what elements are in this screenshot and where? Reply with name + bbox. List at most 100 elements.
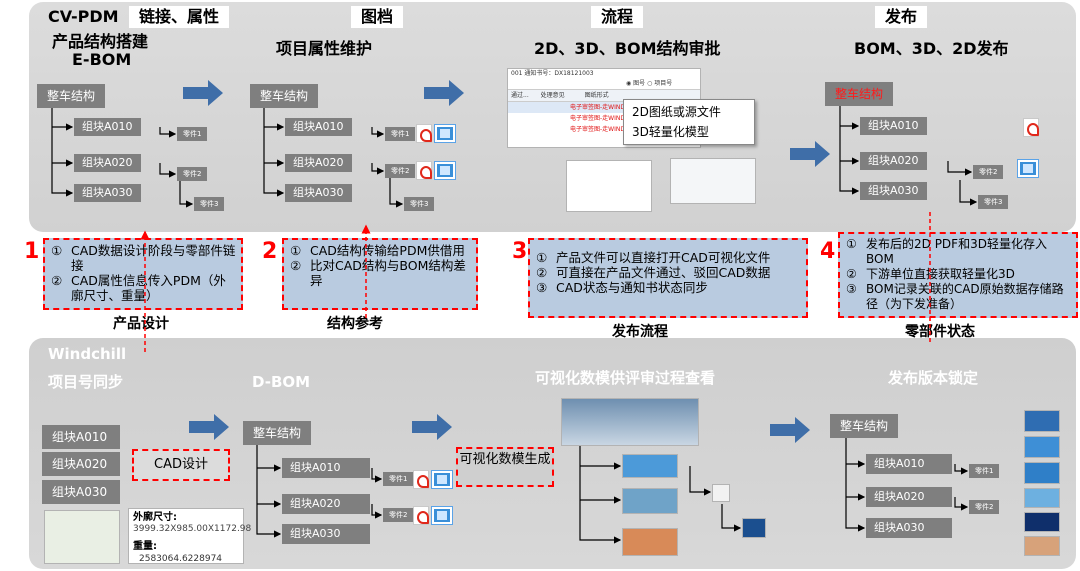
locked-thumb-3 xyxy=(1024,462,1060,484)
block-a030-released: 组块A030 xyxy=(860,182,927,200)
subtitle-approval: 2D、3D、BOM结构审批 xyxy=(534,39,721,58)
block-a020-dbom: 组块A020 xyxy=(282,494,370,514)
locked-thumb-6 xyxy=(1024,536,1060,556)
dimensions-panel: 外廓尺寸: 3999.32X985.00X1172.98 重量: 2583064… xyxy=(128,508,252,565)
block-a020-released: 组块A020 xyxy=(860,152,927,170)
radio-project-no[interactable]: 项目号 xyxy=(654,80,673,87)
tab-release: 发布 xyxy=(875,6,928,28)
block-a010-sync: 组块A010 xyxy=(42,425,120,449)
part-1-tree2: 零件1 xyxy=(385,127,416,141)
document-icon xyxy=(431,506,453,525)
block-a010-locked: 组块A010 xyxy=(866,454,952,474)
block-a020-1: 组块A020 xyxy=(74,154,141,172)
subtitle-release: BOM、3D、2D发布 xyxy=(854,39,1009,58)
root-vehicle-structure-locked: 整车结构 xyxy=(830,414,899,438)
caption-part-status: 零部件状态 xyxy=(905,324,975,340)
part-1-locked: 零件1 xyxy=(969,464,1000,478)
pdf-icon xyxy=(1023,118,1039,137)
caption-release-workflow: 发布流程 xyxy=(612,324,668,340)
cv-pdm-title: CV-PDM xyxy=(48,7,119,26)
document-icon xyxy=(431,470,453,489)
part-2-locked: 零件2 xyxy=(969,500,1000,514)
block-a020-locked: 组块A020 xyxy=(866,487,952,507)
part-2-tree1: 零件2 xyxy=(177,167,208,181)
part-3-tree2: 零件3 xyxy=(404,197,435,211)
car-model-icon xyxy=(742,518,766,538)
pdf-icon xyxy=(413,470,429,489)
block-a010-dbom: 组块A010 xyxy=(282,458,370,478)
locked-thumb-2 xyxy=(1024,436,1060,458)
block-a010-released: 组块A010 xyxy=(860,117,927,135)
approval-col-headers: 通过... 处理意见 图纸形式 xyxy=(508,89,700,102)
pdf-icon xyxy=(413,506,429,525)
locked-thumb-5 xyxy=(1024,512,1060,532)
menu-2d-drawing[interactable]: 2D图纸或源文件 xyxy=(632,105,721,119)
part-1-dbom: 零件1 xyxy=(383,472,414,486)
pdf-icon xyxy=(416,124,432,143)
part-2-released: 零件2 xyxy=(973,165,1004,179)
approval-row[interactable]: 电子审签图-走WINDC xyxy=(570,115,630,122)
part-2-dbom: 零件2 xyxy=(383,508,414,522)
approval-header: 001 通知书号：DX18121003 xyxy=(511,70,594,77)
weight-value: 2583064.6228974 xyxy=(139,554,223,564)
block-a030-sync: 组块A030 xyxy=(42,480,120,504)
block-a030-1: 组块A030 xyxy=(74,184,141,202)
step-number-4: 4 xyxy=(820,239,836,264)
approval-row[interactable]: 电子审签图-走WINDC xyxy=(570,126,630,133)
block-a020-sync: 组块A020 xyxy=(42,452,120,476)
step-number-3: 3 xyxy=(512,239,528,264)
locked-thumb-1 xyxy=(1024,410,1060,432)
root-vehicle-structure-released: 整车结构 xyxy=(825,82,894,106)
title-project-sync: 项目号同步 xyxy=(48,373,124,391)
weight-label: 重量: xyxy=(133,541,157,552)
visualization-viewer xyxy=(561,398,699,446)
model-thumb-3 xyxy=(622,528,678,556)
root-vehicle-structure-1: 整车结构 xyxy=(37,84,106,108)
subtitle-product-structure: 产品结构搭建 xyxy=(52,32,149,51)
block-a030-2: 组块A030 xyxy=(285,184,352,202)
model-thumb-2 xyxy=(622,488,678,514)
dimensions-value: 3999.32X985.00X1172.98 xyxy=(133,524,252,534)
approval-radio-row: ◉ 图号 ○ 项目号 xyxy=(626,80,673,87)
caption-structure-reference: 结构参考 xyxy=(327,316,383,332)
part-3-tree1: 零件3 xyxy=(194,197,225,211)
root-vehicle-structure-dbom: 整车结构 xyxy=(243,421,312,445)
context-menu: 2D图纸或源文件 3D轻量化模型 xyxy=(623,99,755,145)
cad-design-box: CAD设计 xyxy=(132,449,230,481)
gear-icon xyxy=(712,484,730,502)
block-a010-1: 组块A010 xyxy=(74,118,141,136)
visual-model-generation-box: 可视化数模生成 xyxy=(456,447,554,487)
tab-drawings: 图档 xyxy=(351,6,404,28)
step-number-1: 1 xyxy=(24,239,40,264)
part-3-released: 零件3 xyxy=(978,195,1009,209)
block-a030-dbom: 组块A030 xyxy=(282,524,370,544)
document-icon xyxy=(1017,159,1039,178)
radio-drawing-no[interactable]: 图号 xyxy=(633,80,646,87)
caption-product-design: 产品设计 xyxy=(113,316,169,332)
model-thumb-1 xyxy=(622,454,678,478)
approval-row[interactable]: 电子审签图-走WINDC xyxy=(508,102,700,113)
part-1-tree1: 零件1 xyxy=(177,127,208,141)
pdf-icon xyxy=(416,161,432,180)
menu-3d-model[interactable]: 3D轻量化模型 xyxy=(632,125,709,139)
title-visual-review: 可视化数模供评审过程查看 xyxy=(535,369,716,387)
locked-thumb-4 xyxy=(1024,488,1060,508)
part-2-tree2: 零件2 xyxy=(385,164,416,178)
title-version-lock: 发布版本锁定 xyxy=(888,369,979,387)
weight-row: 重量: 2583064.6228974 xyxy=(133,541,239,565)
tab-workflow: 流程 xyxy=(591,6,644,28)
windchill-title: Windchill xyxy=(48,345,127,363)
part-thumbnail xyxy=(44,510,120,564)
block-a020-2: 组块A020 xyxy=(285,154,352,172)
subtitle-project-attributes: 项目属性维护 xyxy=(276,39,373,58)
